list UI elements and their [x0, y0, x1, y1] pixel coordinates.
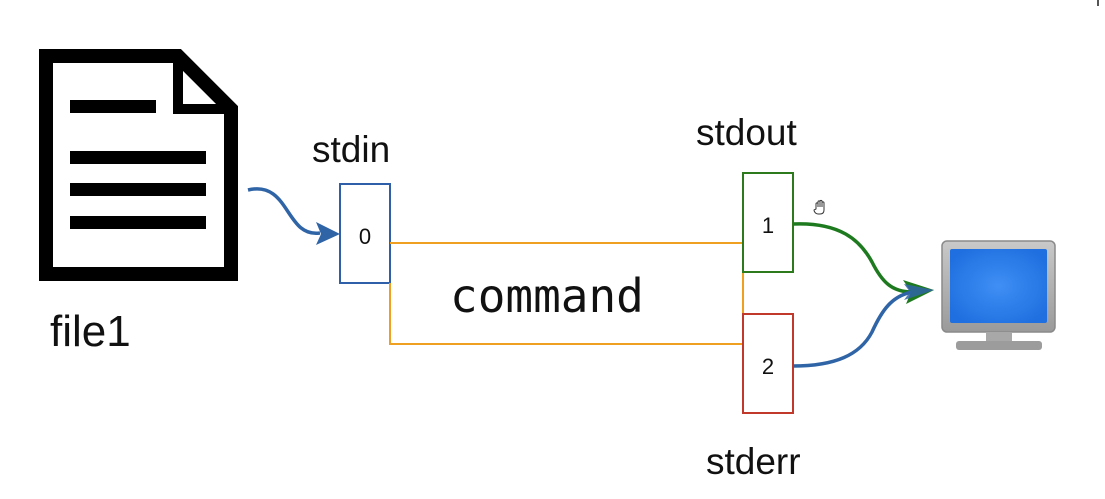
stderr-arrow [792, 290, 913, 368]
stdin-box [339, 183, 391, 284]
document-line [70, 216, 206, 229]
stderr-arrowhead [904, 284, 934, 300]
stdin-label: stdin [312, 129, 390, 170]
stdout-fd: 1 [762, 213, 774, 238]
stderr-box [742, 313, 794, 414]
command-lines [389, 242, 744, 345]
stdout-arrow [792, 222, 913, 294]
command-label: command [450, 269, 644, 323]
stdout-box [742, 172, 794, 273]
monitor-icon [941, 240, 1056, 350]
document-line [70, 183, 206, 196]
monitor-neck [986, 332, 1012, 342]
monitor-screen [950, 249, 1047, 323]
stdout-label: stdout [696, 112, 798, 153]
stderr-fd: 2 [762, 354, 774, 379]
document-line [70, 100, 156, 113]
document-icon [39, 49, 238, 281]
corner-mark [1097, 0, 1099, 6]
monitor-stand [956, 341, 1042, 350]
stdin-fd: 0 [359, 224, 371, 249]
stdin-arrow [247, 187, 321, 235]
document-line [70, 151, 206, 164]
stdin-arrowhead [316, 222, 340, 245]
hand-cursor-icon [813, 199, 825, 215]
stderr-label: stderr [706, 441, 801, 482]
file-label: file1 [50, 307, 131, 356]
